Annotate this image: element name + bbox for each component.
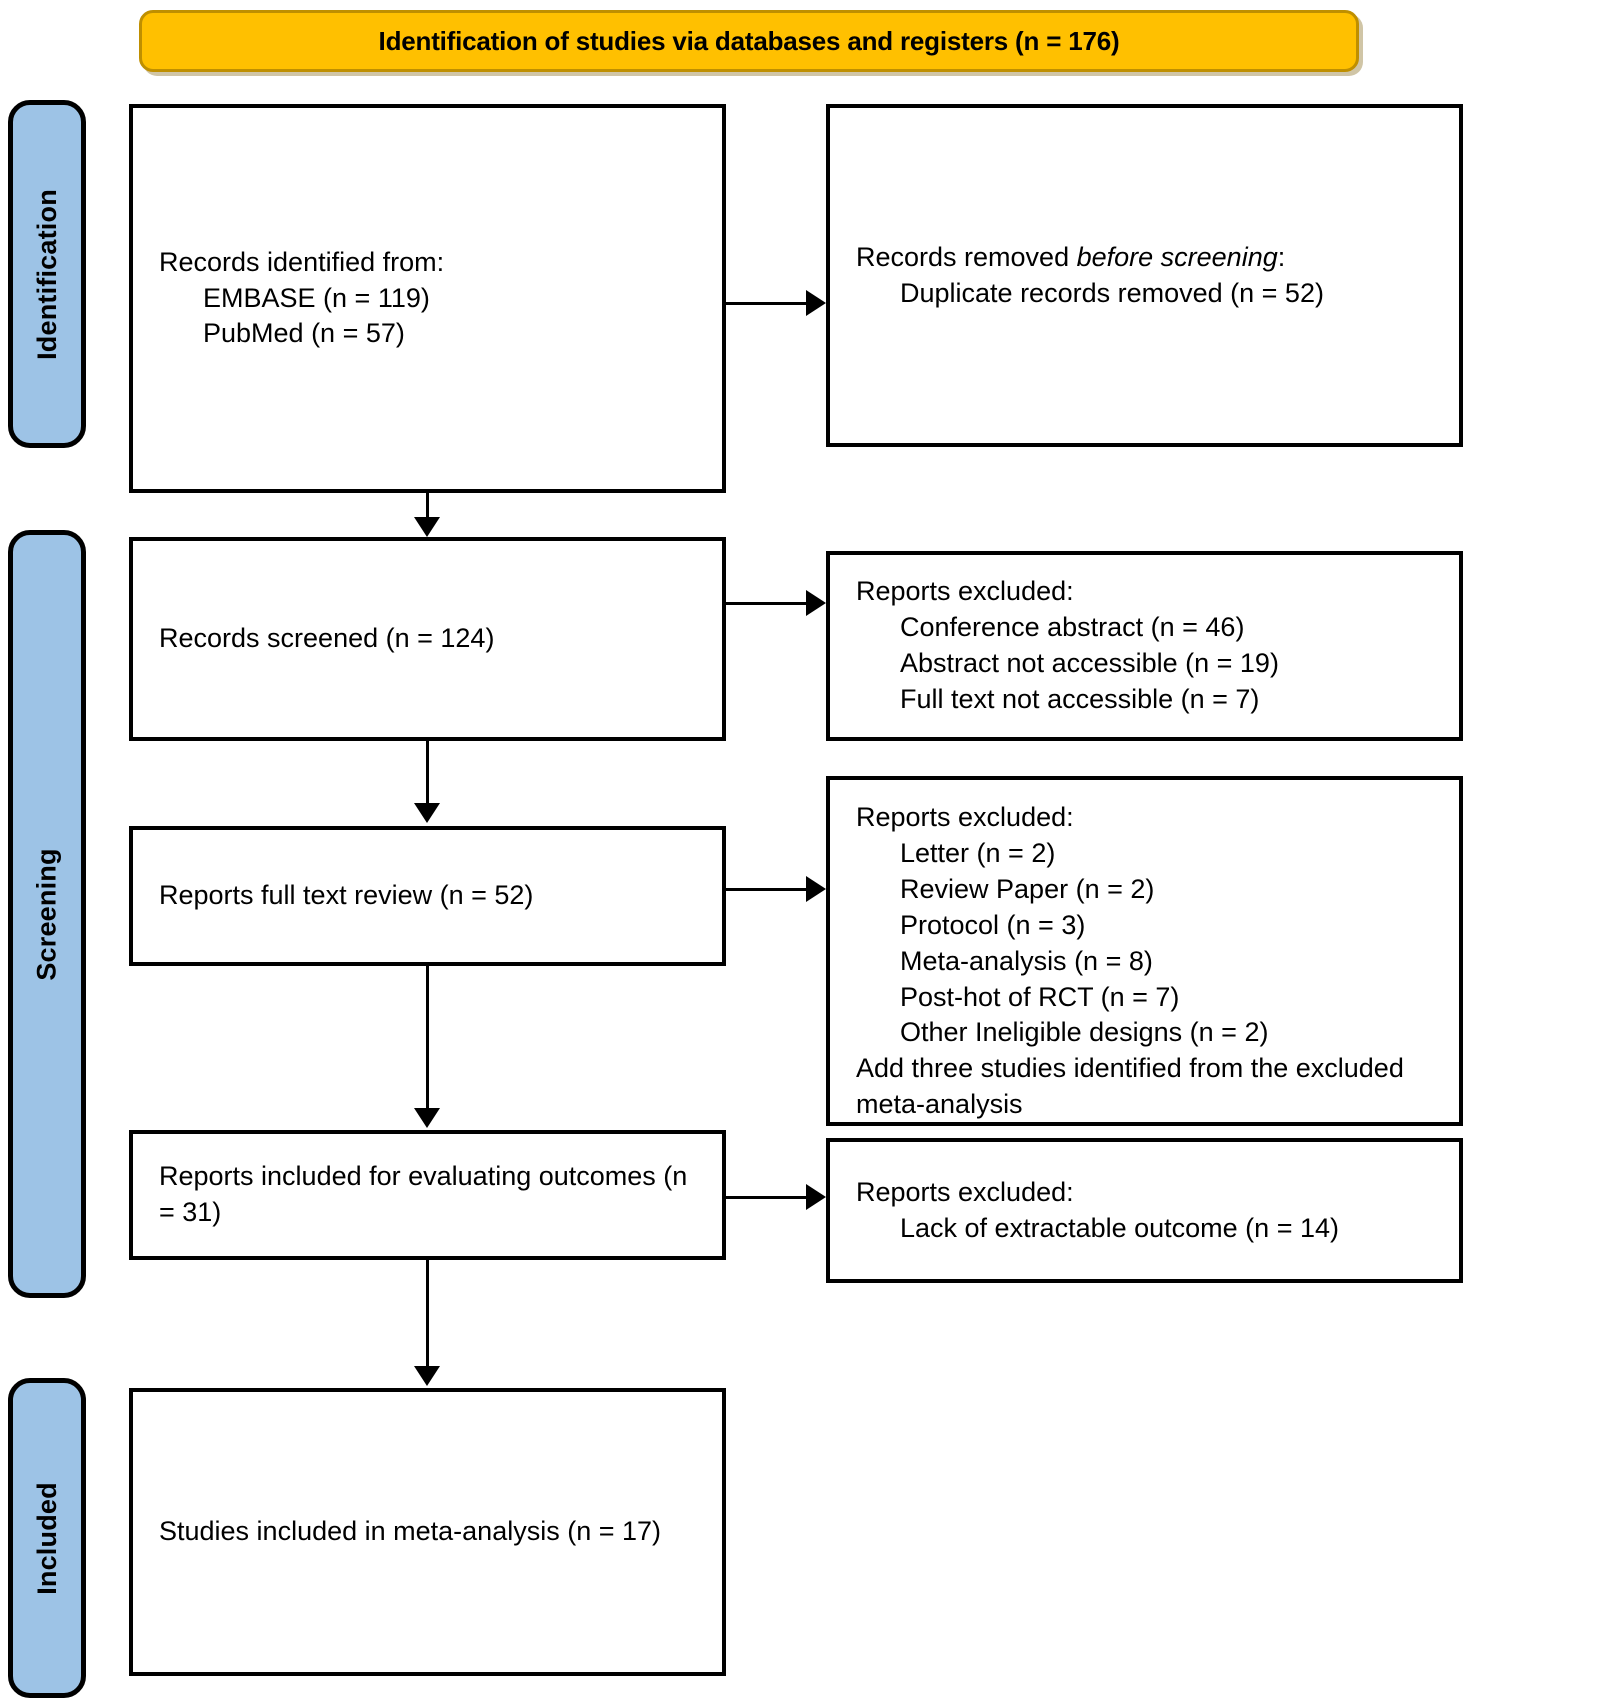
excluded-fulltext-item-protocol: Protocol (n = 3)	[900, 909, 1086, 940]
included-eval-heading: Reports included for evaluating outcomes…	[159, 1161, 688, 1227]
box-studies-included-meta-analysis-text: Studies included in meta-analysis (n = 1…	[133, 1514, 722, 1550]
records-identified-item-embase: EMBASE (n = 119)	[203, 282, 430, 313]
excluded-fulltext-heading: Reports excluded:	[856, 802, 1074, 832]
records-removed-heading-emphasis: before screening	[1076, 241, 1278, 272]
excluded-fulltext-item-review-paper: Review Paper (n = 2)	[900, 873, 1155, 904]
box-reports-excluded-outcome-text: Reports excluded: Lack of extractable ou…	[830, 1175, 1459, 1247]
arrow-down-icon-included-eval-to-studies-final	[414, 1366, 440, 1386]
box-reports-excluded-fulltext: Reports excluded: Letter (n = 2) Review …	[826, 776, 1463, 1126]
connector-identified-to-screened	[426, 493, 429, 517]
page-title: Identification of studies via databases …	[378, 25, 1120, 56]
records-removed-heading-post: :	[1277, 241, 1286, 272]
box-reports-excluded-fulltext-text: Reports excluded: Letter (n = 2) Review …	[830, 780, 1459, 1123]
arrow-down-icon-identified-to-screened	[414, 517, 440, 537]
connector-included-eval-to-excluded-outcome	[722, 1196, 806, 1199]
records-removed-heading: Records removed before screening:	[856, 240, 1433, 276]
arrow-right-icon-identified-to-removed	[806, 290, 826, 316]
stage-label-screening-text: Screening	[31, 847, 62, 981]
excluded-screening-heading: Reports excluded:	[856, 576, 1074, 607]
stage-label-identification-text: Identification	[31, 188, 62, 360]
box-studies-included-meta-analysis: Studies included in meta-analysis (n = 1…	[129, 1388, 726, 1676]
box-records-screened-text: Records screened (n = 124)	[133, 621, 722, 657]
records-screened-heading: Records screened (n = 124)	[159, 623, 495, 654]
arrow-right-icon-fulltext-to-excluded	[806, 876, 826, 902]
excluded-screening-item-abstract: Abstract not accessible (n = 19)	[900, 648, 1279, 678]
excluded-fulltext-item-other-ineligible: Other Ineligible designs (n = 2)	[900, 1017, 1269, 1048]
arrow-down-icon-screened-to-fulltext	[414, 803, 440, 823]
box-records-removed-text: Records removed before screening: Duplic…	[830, 240, 1459, 312]
header-banner: Identification of studies via databases …	[139, 10, 1359, 72]
excluded-outcome-item-lack-extractable: Lack of extractable outcome (n = 14)	[900, 1212, 1339, 1243]
stage-label-identification: Identification	[8, 100, 86, 448]
arrow-right-icon-included-eval-to-excluded-outcome	[806, 1184, 826, 1210]
box-reports-included-evaluating-text: Reports included for evaluating outcomes…	[133, 1159, 722, 1231]
arrow-down-icon-fulltext-to-included-eval	[414, 1108, 440, 1128]
records-identified-item-pubmed: PubMed (n = 57)	[203, 318, 405, 349]
studies-final-heading: Studies included in meta-analysis (n = 1…	[159, 1516, 662, 1547]
box-reports-excluded-outcome: Reports excluded: Lack of extractable ou…	[826, 1138, 1463, 1283]
box-records-identified-text: Records identified from: EMBASE (n = 119…	[133, 245, 722, 353]
box-records-identified: Records identified from: EMBASE (n = 119…	[129, 104, 726, 493]
box-reports-included-evaluating: Reports included for evaluating outcomes…	[129, 1130, 726, 1260]
excluded-fulltext-item-meta-analysis: Meta-analysis (n = 8)	[900, 945, 1153, 976]
full-text-review-heading: Reports full text review (n = 52)	[159, 880, 534, 911]
excluded-screening-item-conference: Conference abstract (n = 46)	[900, 612, 1245, 643]
excluded-fulltext-item-letter: Letter (n = 2)	[900, 837, 1056, 868]
excluded-outcome-heading: Reports excluded:	[856, 1176, 1074, 1207]
records-removed-heading-pre: Records removed	[856, 241, 1077, 272]
connector-fulltext-to-included-eval	[426, 966, 429, 1108]
box-reports-full-text-review-text: Reports full text review (n = 52)	[133, 878, 722, 914]
stage-label-screening: Screening	[8, 530, 86, 1298]
box-reports-excluded-screening: Reports excluded: Conference abstract (n…	[826, 551, 1463, 741]
stage-label-included-text: Included	[31, 1481, 62, 1595]
records-removed-item-duplicates: Duplicate records removed (n = 52)	[900, 277, 1324, 308]
connector-identified-to-removed	[722, 302, 806, 305]
connector-fulltext-to-excluded	[722, 888, 806, 891]
excluded-fulltext-item-post-hoc-rct: Post-hot of RCT (n = 7)	[900, 981, 1180, 1012]
box-reports-full-text-review: Reports full text review (n = 52)	[129, 826, 726, 966]
connector-screened-to-excluded	[722, 602, 806, 605]
box-reports-excluded-screening-text: Reports excluded: Conference abstract (n…	[830, 574, 1459, 718]
box-records-screened: Records screened (n = 124)	[129, 537, 726, 741]
excluded-screening-item-fulltext: Full text not accessible (n = 7)	[900, 683, 1260, 714]
box-records-removed: Records removed before screening: Duplic…	[826, 104, 1463, 447]
records-identified-heading: Records identified from:	[159, 246, 445, 277]
stage-label-included: Included	[8, 1378, 86, 1698]
connector-screened-to-fulltext	[426, 741, 429, 803]
connector-included-eval-to-studies-final	[426, 1260, 429, 1366]
excluded-fulltext-footnote: Add three studies identified from the ex…	[856, 1053, 1404, 1120]
arrow-right-icon-screened-to-excluded	[806, 590, 826, 616]
